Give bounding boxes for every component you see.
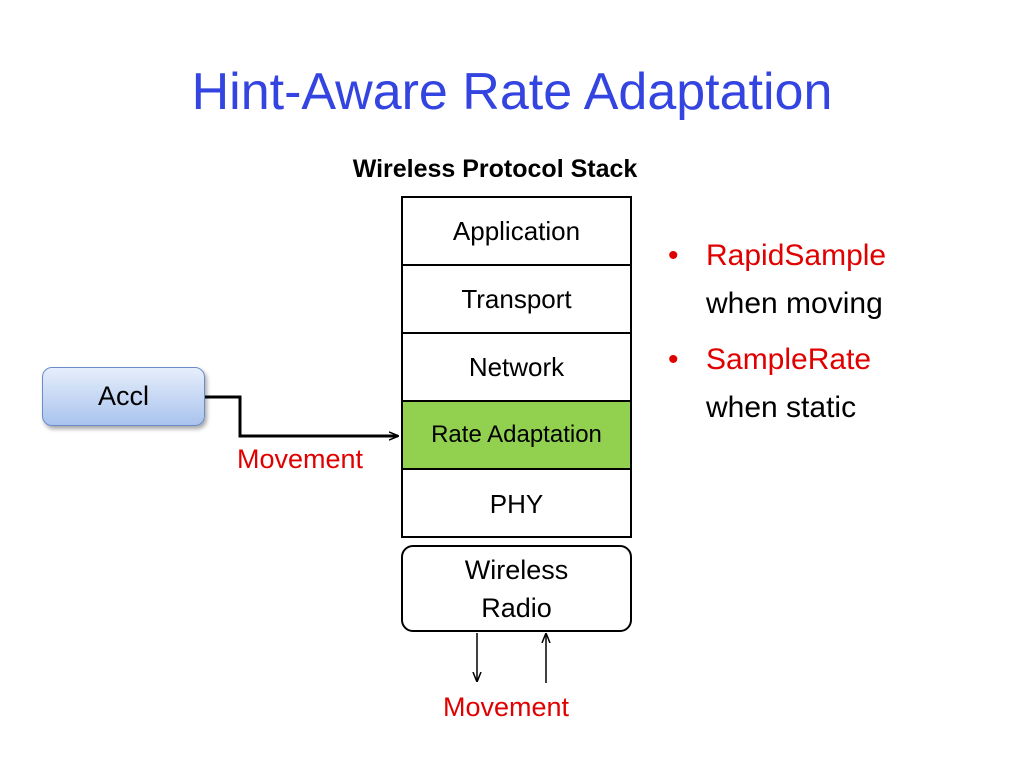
accl-to-rate-arrow [205, 395, 398, 436]
bullet-highlight: SampleRate [706, 343, 872, 376]
bullet-dot-icon: • [668, 239, 679, 272]
bullet-item: • RapidSample when moving [668, 232, 1008, 328]
protocol-stack: Application Transport Network Rate Adapt… [401, 196, 632, 538]
bullet-dot-icon: • [668, 343, 679, 376]
page-title: Hint-Aware Rate Adaptation [191, 63, 833, 121]
radio-label-line1: Wireless [464, 554, 569, 585]
layer-rate-adaptation: Rate Adaptation [403, 402, 630, 470]
layer-application: Application [403, 198, 630, 266]
accl-sensor-box: Accl [42, 367, 205, 426]
movement-radio-label: Movement [443, 692, 570, 722]
bullet-list: • RapidSample when moving • SampleRate w… [668, 232, 1008, 440]
bullet-highlight: RapidSample [706, 239, 887, 272]
bullet-text: when moving [706, 287, 883, 320]
layer-phy: PHY [489, 488, 544, 519]
layer-network: Network [403, 334, 630, 402]
wireless-radio-box: Wireless Radio [401, 545, 632, 632]
layer-transport: Transport [403, 266, 630, 334]
stack-title: Wireless Protocol Stack [352, 155, 638, 183]
radio-label-line2: Radio [481, 592, 552, 623]
bullet-text: when static [706, 391, 857, 424]
movement-hint-label: Movement [237, 444, 364, 474]
bullet-item: • SampleRate when static [668, 336, 1008, 432]
